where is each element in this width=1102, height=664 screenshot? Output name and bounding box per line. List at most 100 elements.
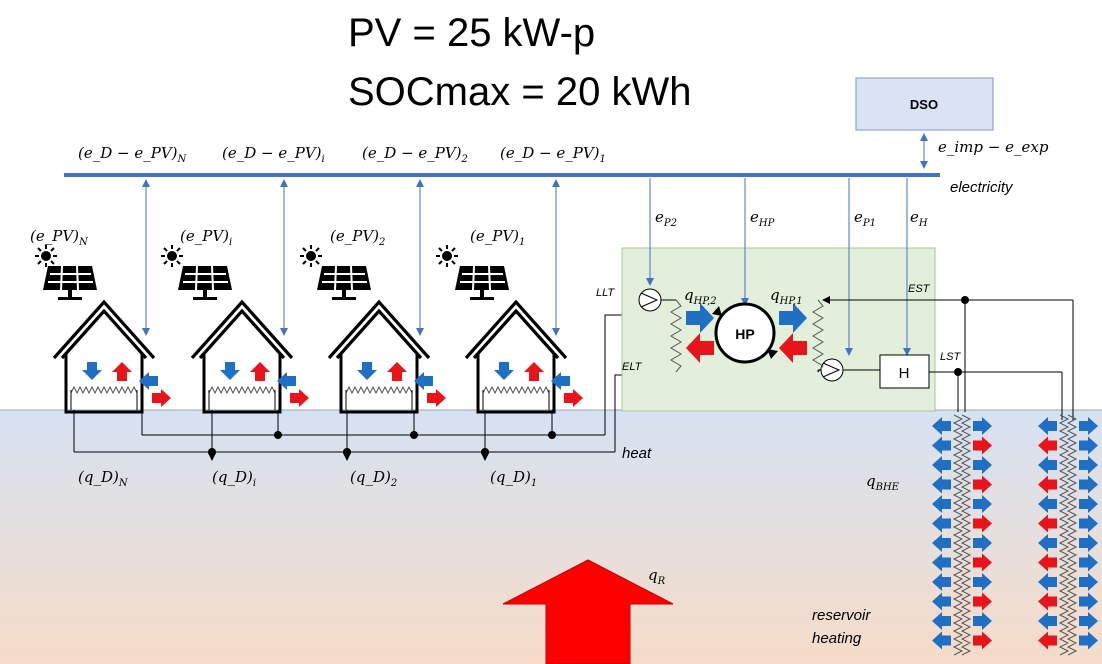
title-pv: PV = 25 kW-p <box>348 11 595 55</box>
heat-network-junctions <box>208 431 556 456</box>
cold-flow-arrow <box>414 372 433 390</box>
house-internals-1 <box>208 362 309 410</box>
reservoir-label-1: reservoir <box>812 607 871 624</box>
solar-panel-icon <box>316 265 372 301</box>
bhe-arrow-right <box>1079 631 1098 650</box>
house-internals-0 <box>70 362 171 410</box>
elt-label: ELT <box>622 361 643 373</box>
solar-panel-icon <box>42 265 98 301</box>
llt-label: LLT <box>596 287 615 299</box>
sun-icon <box>435 244 459 268</box>
bhe-arrow-right <box>1079 417 1098 435</box>
sun-icon <box>160 244 184 268</box>
heat-pump <box>714 302 776 364</box>
bhe-arrow-right <box>1079 436 1098 455</box>
bhe-arrow-right <box>973 573 992 591</box>
bhe-arrow-right <box>973 417 992 435</box>
heat-label-i: (q_D)i <box>212 468 256 489</box>
bhe-arrow-right <box>1079 534 1098 552</box>
bhe-column-0 <box>932 414 992 656</box>
demand-label-2: (e_D − e_PV)2 <box>362 144 468 165</box>
plant-pipes <box>822 296 1074 420</box>
hp-label: HP <box>735 326 754 342</box>
heating-arrow <box>250 362 270 381</box>
plant-electricity-lines <box>646 178 911 356</box>
bhe-arrow-left <box>1038 592 1057 611</box>
house-pipe-stub <box>482 390 550 410</box>
bhe-arrow-left <box>932 456 951 474</box>
bhe-arrow-left <box>932 534 951 552</box>
heat-label: heat <box>622 445 652 462</box>
heat-exchanger-left <box>670 299 682 373</box>
house-pipe-stub <box>70 390 138 410</box>
e-h-label: eH <box>910 208 928 229</box>
cold-flow-arrow <box>139 372 158 390</box>
hot-flow-arrow <box>427 389 446 407</box>
e-p2-label: eP2 <box>655 208 677 229</box>
heat-exchanger-right <box>812 299 824 373</box>
bhe-coil <box>952 414 964 656</box>
reservoir-label-2: heating <box>812 630 862 647</box>
house-n <box>52 300 156 414</box>
house-i <box>190 300 294 414</box>
bhe-arrow-right <box>973 495 992 513</box>
e-hp-label: eHP <box>750 208 775 229</box>
dso-label: DSO <box>910 97 938 112</box>
pv-label-i: (e_PV)i <box>180 227 232 248</box>
cold-flow-arrow <box>277 372 296 390</box>
demand-label-n: (e_D − e_PV)N <box>78 144 188 165</box>
bhe-coil <box>1058 414 1070 656</box>
heat-label-2: (q_D)2 <box>350 468 397 489</box>
house-pipe-stub <box>345 390 413 410</box>
house-internals-2 <box>345 362 446 410</box>
bhe-arrow-left <box>932 573 951 591</box>
bhe-arrow-left <box>932 592 951 611</box>
bhe-arrow-left <box>932 514 951 533</box>
est-label: EST <box>908 283 931 295</box>
bhe-arrow-right <box>973 534 992 552</box>
e-p1-label: eP1 <box>854 208 876 229</box>
floor-heating-coil <box>208 385 276 395</box>
house-2 <box>327 300 431 414</box>
pv-label-n: (e_PV)N <box>30 227 89 248</box>
bhe-arrow-left <box>932 612 951 630</box>
bhe-arrow-left <box>932 553 951 572</box>
pv-label-1: (e_PV)1 <box>470 227 525 248</box>
bhe-arrow-right <box>973 612 992 630</box>
bhe-arrow-left <box>1038 495 1057 513</box>
bhe-arrow-right <box>973 553 992 572</box>
cooling-arrow <box>82 362 102 380</box>
bhe-arrow-right <box>973 631 992 650</box>
hot-flow-arrow <box>152 389 171 407</box>
bhe-arrow-right <box>973 514 992 533</box>
pv-labels: (e_PV)N (e_PV)i (e_PV)2 (e_PV)1 <box>30 227 525 248</box>
plant-flow-arrows <box>686 303 807 363</box>
floor-heating-coil <box>482 385 550 395</box>
bhe-arrow-left <box>1038 417 1057 435</box>
house-internals-3 <box>482 362 583 410</box>
bhe-arrow-left <box>1038 475 1057 494</box>
bhe-arrow-left <box>932 436 951 455</box>
bhe-arrow-left <box>932 631 951 650</box>
bhe-arrow-left <box>1038 514 1057 533</box>
bhe-arrow-right <box>1079 592 1098 611</box>
bhe-arrow-left <box>1038 612 1057 630</box>
solar-panel-icon <box>454 265 510 301</box>
heater-box <box>879 354 930 389</box>
sun-icon <box>34 244 58 268</box>
lst-label: LST <box>940 351 961 363</box>
bhe-arrow-left <box>932 417 951 435</box>
bhe-column-1 <box>1038 414 1098 656</box>
solar-panel-icon <box>177 265 233 301</box>
bhe-arrow-right <box>1079 456 1098 474</box>
bhe-arrow-left <box>1038 573 1057 591</box>
bhe-arrow-left <box>1038 553 1057 572</box>
house-exchange-arrows <box>142 179 560 336</box>
bhe-arrow-right <box>973 456 992 474</box>
bhe-arrow-left <box>1038 456 1057 474</box>
bhe-arrow-left <box>1038 631 1057 650</box>
dso-flow-label: e_imp − e_exp <box>938 138 1049 156</box>
cold-flow-arrow <box>551 372 570 390</box>
house-1 <box>464 300 568 414</box>
